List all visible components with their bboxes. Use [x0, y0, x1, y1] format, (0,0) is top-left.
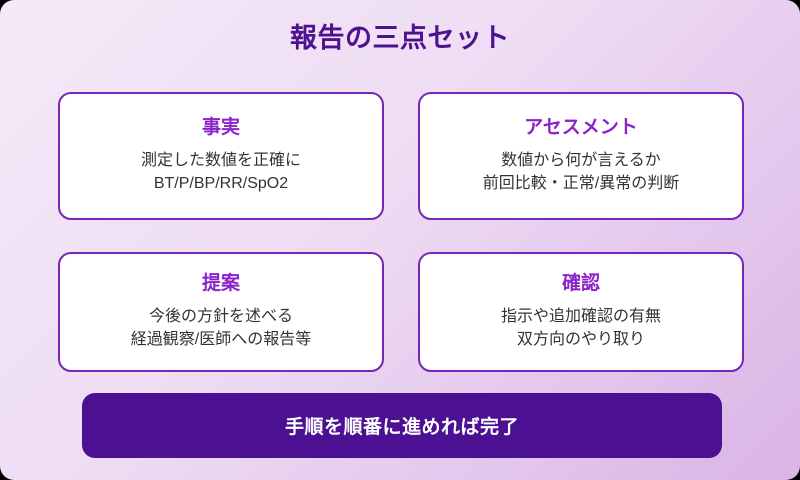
- card-line-1: 測定した数値を正確に: [140, 152, 301, 170]
- card-line-2: 前回比較・正常/異常の判断: [482, 175, 680, 193]
- card-confirmation: 確認 指示や追加確認の有無 双方向のやり取り: [418, 252, 744, 372]
- card-line-2: 双方向のやり取り: [516, 331, 645, 349]
- card-title: 確認: [561, 273, 600, 295]
- footer-label: 手順を順番に進めれば完了: [284, 417, 519, 438]
- card-line-2: 経過観察/医師への報告等: [130, 331, 312, 349]
- card-grid: 事実 測定した数値を正確に BT/P/BP/RR/SpO2 アセスメント 数値か…: [58, 92, 744, 372]
- card-title: 提案: [201, 273, 240, 295]
- card-assessment: アセスメント 数値から何が言えるか 前回比較・正常/異常の判断: [418, 92, 744, 220]
- page-title: 報告の三点セット: [290, 23, 510, 53]
- card-line-2: BT/P/BP/RR/SpO2: [153, 175, 289, 193]
- card-line-1: 指示や追加確認の有無: [500, 308, 661, 326]
- card-recommendation: 提案 今後の方針を述べる 経過観察/医師への報告等: [58, 252, 384, 372]
- card-title: アセスメント: [524, 117, 638, 139]
- footer-banner: 手順を順番に進めれば完了: [82, 393, 722, 458]
- card-line-1: 数値から何が言えるか: [501, 152, 661, 170]
- card-title: 事実: [201, 117, 240, 139]
- card-fact: 事実 測定した数値を正確に BT/P/BP/RR/SpO2: [58, 92, 384, 220]
- card-line-1: 今後の方針を述べる: [148, 308, 293, 326]
